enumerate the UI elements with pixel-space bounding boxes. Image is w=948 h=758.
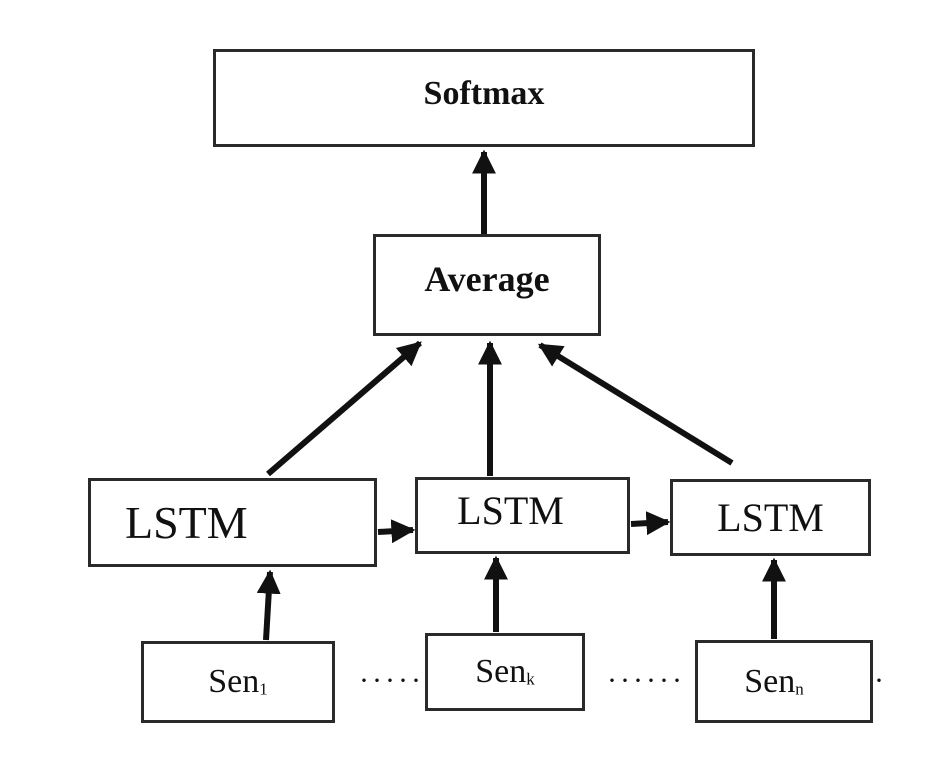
lstm-3-label: LSTM <box>717 495 824 540</box>
lstm-1-label: LSTM <box>125 497 248 548</box>
lstm-node-2: LSTM <box>415 477 630 554</box>
sen-3-label: Senn <box>744 663 804 701</box>
lstm-node-3: LSTM <box>670 479 871 556</box>
arrow-lstm1-to-lstm2 <box>377 519 416 544</box>
sen-1-text: Sen <box>208 663 260 700</box>
sen-2-text: Sen <box>475 653 527 690</box>
ellipsis-3: · <box>874 664 887 697</box>
ellipsis-1: ····· <box>359 664 424 697</box>
arrow-sen1-to-lstm1 <box>256 569 281 641</box>
arrow-lstm1-to-average <box>266 340 422 477</box>
sen-1-subscript: 1 <box>259 679 268 699</box>
sen-1-label: Sen1 <box>208 663 268 701</box>
lstm-2-label: LSTM <box>457 488 564 533</box>
sen-2-subscript: k <box>526 669 535 689</box>
arrow-lstm3-to-average <box>537 342 734 466</box>
sentence-node-1: Sen1 <box>141 641 335 723</box>
lstm-node-1: LSTM <box>88 478 377 567</box>
sentence-node-k: Senk <box>425 633 585 711</box>
sentence-node-n: Senn <box>695 640 873 723</box>
arrow-lstm2-to-lstm3 <box>630 511 671 536</box>
ellipsis-2: ······ <box>607 664 685 697</box>
sen-3-text: Sen <box>744 662 796 700</box>
sen-2-label: Senk <box>475 653 535 691</box>
average-label: Average <box>424 259 550 299</box>
average-node: Average <box>373 234 601 336</box>
softmax-label: Softmax <box>423 75 545 112</box>
softmax-node: Softmax <box>213 49 755 147</box>
sen-3-subscript: n <box>795 679 804 699</box>
